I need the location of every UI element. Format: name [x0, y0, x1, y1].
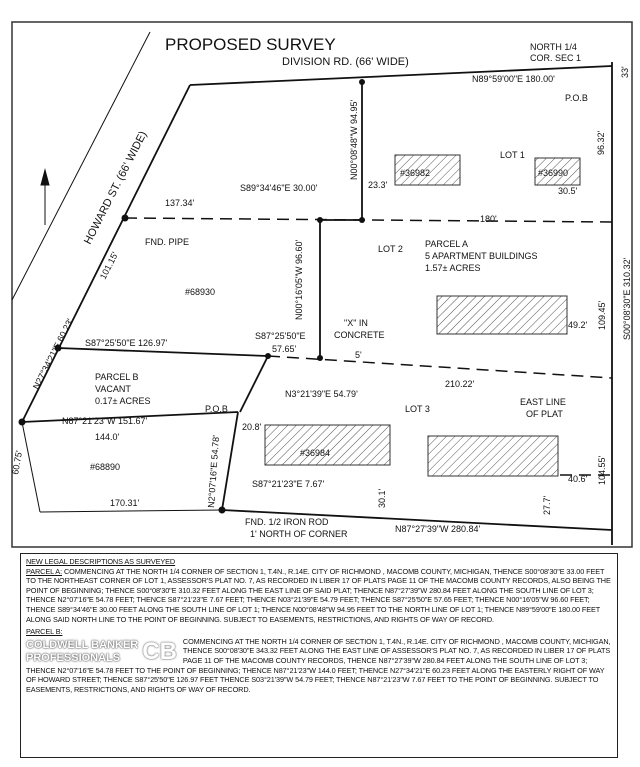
- watermark-line1: COLDWELL BANKER: [26, 638, 139, 651]
- label: N00°16'05"W 96.60': [294, 239, 304, 320]
- label: LOT 2: [378, 244, 403, 254]
- label: 30.5': [558, 186, 578, 196]
- parcel-b-text: COMMENCING AT THE NORTH 1/4 CORNER OF SE…: [26, 636, 611, 694]
- label: 0.17± ACRES: [95, 396, 150, 406]
- label: PARCEL A: [425, 239, 468, 249]
- label: 60.75': [10, 449, 24, 475]
- label: 20.8': [242, 422, 262, 432]
- label: 49.2': [568, 320, 588, 330]
- label: S87°25'50"E: [255, 331, 306, 341]
- label: 104.55': [597, 455, 607, 485]
- label: 1' NORTH OF CORNER: [250, 529, 348, 539]
- label: 5 APARTMENT BUILDINGS: [425, 251, 538, 261]
- label: 1.57± ACRES: [425, 263, 480, 273]
- label: #68890: [90, 462, 120, 472]
- label: LOT 3: [405, 404, 430, 414]
- title: PROPOSED SURVEY: [165, 35, 336, 54]
- label: S87°21'23"E 7.67': [252, 479, 325, 489]
- label: #36990: [538, 168, 568, 178]
- label: 109.45': [597, 300, 607, 330]
- label: 170.31': [110, 498, 140, 508]
- label: 137.34': [165, 198, 195, 208]
- label: FND. 1/2 IRON ROD: [245, 517, 329, 527]
- building-36982: [394, 154, 461, 186]
- label: N2°07'16"E 54.78': [206, 435, 221, 509]
- parcel-a-text: COMMENCING AT THE NORTH 1/4 CORNER OF SE…: [26, 566, 611, 624]
- label: N27°34'21"E 60.23': [31, 317, 75, 391]
- label: 30.1': [377, 488, 387, 508]
- boundary-lines: [11, 31, 613, 545]
- howard-st-east-line: [21, 84, 191, 423]
- label: 40.6': [568, 474, 588, 484]
- label: N89°59'00"E 180.00': [472, 74, 555, 84]
- monuments: [18, 79, 365, 514]
- building-36984: [264, 424, 391, 466]
- survey-plan: PROPOSED SURVEY DIVISION RD. (66' WIDE) …: [10, 21, 633, 548]
- parcel-b-label: PARCEL B:: [26, 627, 63, 637]
- howard-st-west-line: [11, 31, 151, 301]
- label: #36984: [300, 448, 330, 458]
- watermark-line2: PROFESSIONALS: [26, 651, 121, 664]
- label: 5': [355, 350, 362, 360]
- label: OF PLAT: [526, 409, 563, 419]
- label: 101.15': [98, 250, 120, 281]
- label: VACANT: [95, 384, 131, 394]
- label: CONCRETE: [334, 330, 385, 340]
- label: 96.32': [596, 130, 606, 155]
- building-parcel-a: [436, 295, 568, 335]
- label: COR. SEC 1: [530, 53, 581, 63]
- label: 27.7': [542, 495, 552, 515]
- label: NORTH 1/4: [530, 42, 577, 52]
- north-arrow: [40, 168, 50, 225]
- label: #68930: [185, 287, 215, 297]
- label: N87°21'23"W 151.67': [62, 416, 148, 426]
- label: P.O.B: [565, 93, 588, 103]
- label: LOT 1: [500, 150, 525, 160]
- lot-lines: [124, 217, 613, 476]
- label: 57.65': [272, 344, 297, 354]
- watermark: COLDWELL BANKER PROFESSIONALS CB: [26, 637, 177, 665]
- label: 33': [620, 66, 630, 78]
- building-lot3: [427, 435, 559, 477]
- label: S87°25'50"E 126.97': [85, 338, 168, 348]
- label: #36982: [400, 168, 430, 178]
- road-label: DIVISION RD. (66' WIDE): [282, 56, 409, 68]
- label: 210.22': [445, 379, 475, 389]
- label: N87°27'39"W 280.84': [395, 524, 481, 534]
- label: "X" IN: [344, 318, 368, 328]
- buildings: [264, 154, 581, 477]
- building-36990: [534, 157, 581, 186]
- label: 180': [480, 214, 497, 224]
- label: S89°34'46"E 30.00': [240, 183, 318, 193]
- division-rd-south-line: [189, 65, 613, 86]
- legal-descriptions: NEW LEGAL DESCRIPTIONS AS SURVEYED PARCE…: [20, 553, 618, 758]
- label: EAST LINE: [520, 397, 566, 407]
- label: N3°21'39"E 54.79': [285, 389, 358, 399]
- drawing-frame: [11, 21, 633, 548]
- label: PARCEL B: [95, 372, 139, 382]
- south-line: [221, 509, 613, 531]
- label: P.O.B: [205, 404, 228, 414]
- label: S00°08'30"E 310.32': [622, 257, 632, 340]
- parcel-a-label: PARCEL A:: [26, 566, 63, 576]
- label: N00°08'48"W 94.95': [349, 99, 359, 180]
- label: FND. PIPE: [145, 237, 189, 247]
- legal-heading: NEW LEGAL DESCRIPTIONS AS SURVEYED: [26, 557, 176, 566]
- label: 144.0': [95, 432, 120, 442]
- label: 23.3': [368, 180, 388, 190]
- watermark-logo: CB: [142, 637, 177, 665]
